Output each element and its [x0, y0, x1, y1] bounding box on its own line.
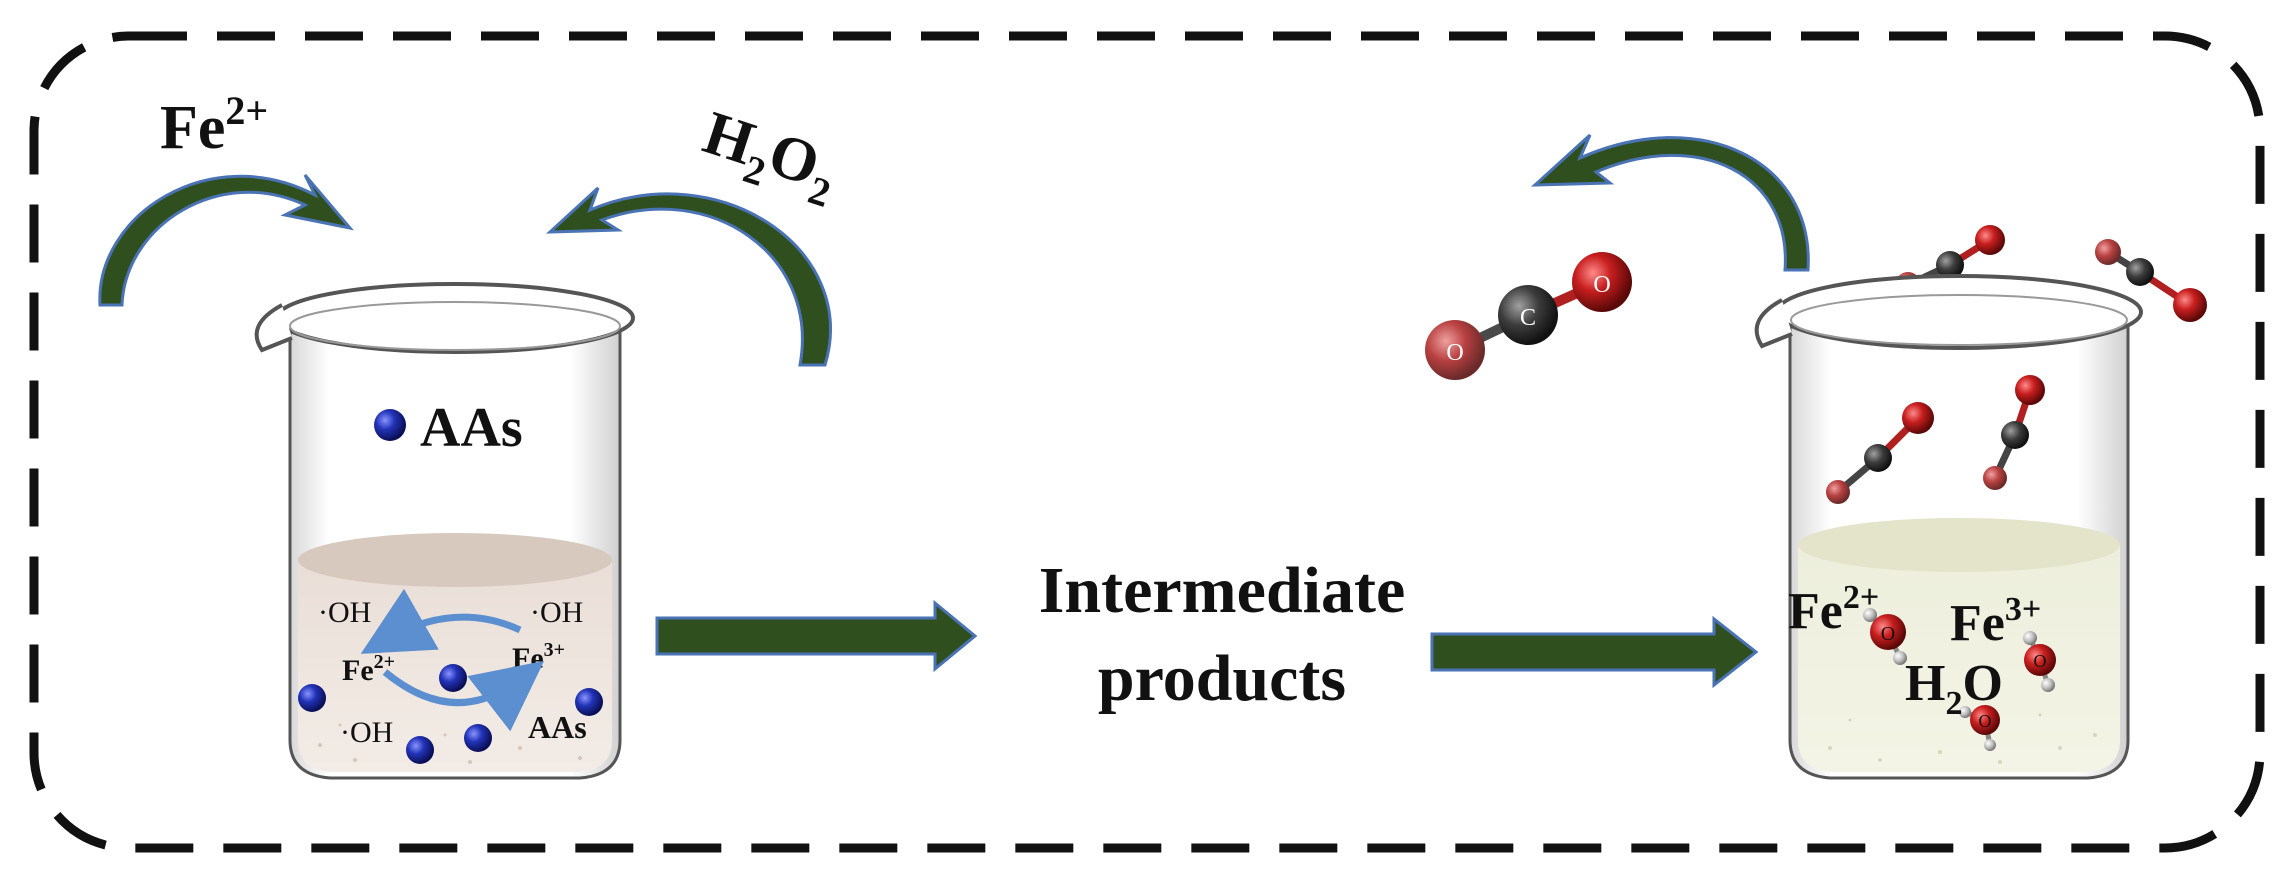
svg-text:C: C	[1520, 305, 1536, 331]
label-fe2-top: Fe2+	[160, 88, 268, 162]
aas-spheres-inner	[298, 664, 603, 764]
curved-arrow-fe-in	[98, 174, 354, 307]
label-h2o-right: H2O	[1905, 655, 2003, 722]
aas-legend-sphere	[374, 409, 406, 441]
label-intermediate-line2: products	[1098, 642, 1346, 715]
label-fe3-right: Fe3+	[1950, 591, 2041, 652]
dashed-frame	[29, 31, 2265, 853]
label-aas-legend: AAs	[420, 397, 523, 459]
co2-molecule-small	[2095, 239, 2207, 322]
label-oh-1: ·OH	[318, 596, 371, 629]
aas-sphere	[575, 688, 603, 716]
aas-sphere	[439, 664, 467, 692]
cycle-arrow-top	[360, 588, 522, 654]
curved-arrow-co2-out	[1531, 133, 1810, 272]
aas-sphere	[406, 736, 434, 764]
svg-text:O: O	[1979, 711, 1992, 731]
liquid-right	[1798, 525, 2120, 772]
water-molecule: O	[2023, 631, 2056, 692]
co2-molecule-in-beaker	[1826, 402, 1934, 504]
svg-text:O: O	[2034, 651, 2047, 671]
label-intermediate-line1: Intermediate	[1039, 554, 1406, 627]
curved-arrow-h2o2-in	[546, 186, 832, 367]
label-fe2-right: Fe2+	[1788, 579, 1879, 640]
water-molecule: O	[1863, 608, 1907, 665]
process-arrow-1	[655, 599, 978, 673]
aas-sphere	[464, 724, 492, 752]
label-oh-2: ·OH	[530, 596, 583, 629]
label-fe2-inner: Fe2+	[342, 651, 395, 687]
process-arrow-2	[1430, 615, 1759, 689]
cycle-arrow-bottom	[382, 660, 545, 732]
co2-molecule-in-beaker	[1983, 375, 2045, 490]
label-aas-inner: AAs	[528, 709, 587, 745]
aas-sphere	[298, 684, 326, 712]
label-oh-3: ·OH	[340, 716, 393, 749]
svg-text:O: O	[1593, 272, 1610, 298]
svg-text:O: O	[1446, 340, 1463, 366]
co2-molecule-large: O C O	[1425, 252, 1632, 380]
water-molecule: O	[1959, 705, 2000, 751]
svg-text:O: O	[1881, 623, 1895, 645]
